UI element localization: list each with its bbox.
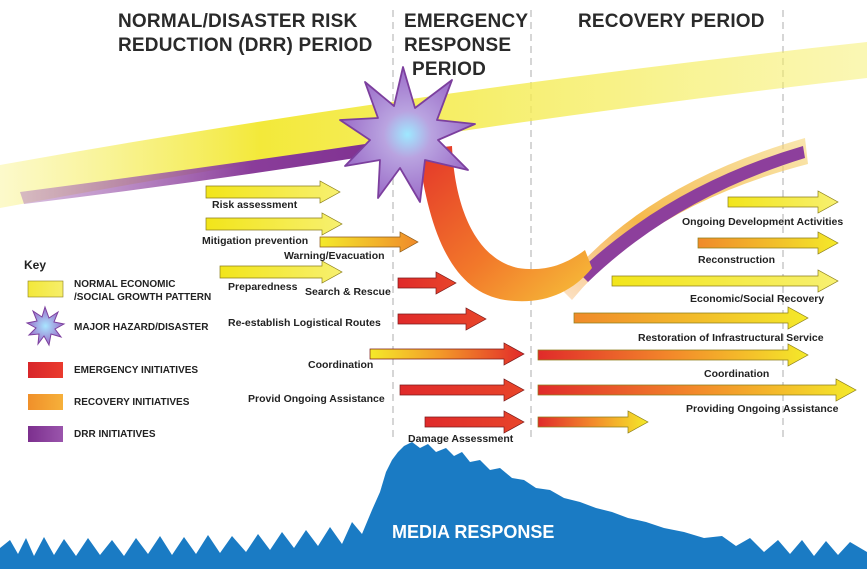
arrow-risk-assessment	[205, 180, 341, 204]
legend-label-normal-line2: /SOCIAL GROWTH PATTERN	[74, 292, 211, 303]
label-coordination-emergency: Coordination	[308, 359, 373, 371]
legend-swatch-emergency	[28, 362, 63, 378]
media-response-waveform	[0, 442, 867, 569]
arrow-damage-assessment	[424, 410, 525, 434]
drr-period-heading-line1: NORMAL/DISASTER RISK	[118, 11, 357, 32]
legend-swatch-hazard-star	[25, 305, 66, 347]
label-coordination-recovery: Coordination	[704, 368, 769, 380]
arrow-ongoing-development	[727, 190, 839, 214]
major-hazard-star	[339, 66, 476, 203]
label-preparedness: Preparedness	[228, 281, 298, 293]
label-search-rescue: Search & Rescue	[305, 286, 391, 298]
arrow-warning-evacuation	[319, 231, 419, 253]
media-response-label: MEDIA RESPONSE	[392, 522, 554, 542]
label-mitigation-prevention: Mitigation prevention	[202, 235, 308, 247]
legend-swatch-drr	[28, 426, 63, 442]
recovery-period-heading: RECOVERY PERIOD	[578, 11, 765, 32]
legend-label-hazard: MAJOR HAZARD/DISASTER	[74, 322, 209, 333]
drr-period-heading-line2: REDUCTION (DRR) PERIOD	[118, 35, 373, 56]
legend-label-recovery: RECOVERY INITIATIVES	[74, 397, 190, 408]
arrow-infrastructural-service	[573, 306, 809, 330]
label-risk-assessment: Risk assessment	[212, 199, 298, 211]
drr-arrows: Risk assessment Mitigation prevention Pr…	[202, 180, 343, 293]
arrow-ongoing-assistance-recovery	[537, 378, 857, 402]
legend-label-drr: DRR INITIATIVES	[74, 429, 156, 440]
label-ongoing-assistance-recovery: Providing Ongoing Assistance	[686, 403, 839, 415]
emergency-period-heading-line1: EMERGENCY	[404, 11, 528, 32]
arrow-coordination-recovery	[537, 343, 809, 367]
emergency-period-heading-line3: PERIOD	[412, 59, 486, 80]
legend-label-emergency: EMERGENCY INITIATIVES	[74, 365, 198, 376]
label-logistical-routes: Re-establish Logistical Routes	[228, 317, 381, 329]
drr-recovery-arc	[578, 146, 805, 282]
drr-initiatives-band	[20, 138, 406, 204]
label-infrastructural-service: Restoration of Infrastructural Service	[638, 332, 824, 344]
label-damage-assessment: Damage Assessment	[408, 433, 514, 445]
arrow-coordination-emergency	[369, 342, 525, 366]
recovery-arrows: Ongoing Development Activities Reconstru…	[537, 190, 857, 434]
legend-swatch-normal	[27, 280, 64, 298]
label-reconstruction: Reconstruction	[698, 254, 775, 266]
arrow-search-rescue	[397, 271, 457, 295]
label-economic-social-recovery: Economic/Social Recovery	[690, 293, 824, 305]
arrow-preparedness	[219, 260, 343, 284]
arrow-economic-social-recovery	[611, 269, 839, 293]
label-warning-evacuation: Warning/Evacuation	[284, 250, 385, 262]
arrow-mitigation-prevention	[205, 212, 343, 236]
period-headers: NORMAL/DISASTER RISK REDUCTION (DRR) PER…	[118, 11, 765, 80]
disaster-impact-curve	[418, 146, 592, 302]
arrow-reconstruction	[697, 231, 839, 255]
emergency-period-heading-line2: RESPONSE	[404, 35, 511, 56]
arrow-logistical-routes	[397, 307, 487, 331]
label-ongoing-assistance-emergency: Provid Ongoing Assistance	[248, 393, 385, 405]
legend-label-normal-line1: NORMAL ECONOMIC	[74, 279, 175, 290]
emergency-arrows: Warning/Evacuation Search & Rescue Re-es…	[228, 231, 525, 445]
legend-swatch-recovery	[28, 394, 63, 410]
legend: Key NORMAL ECONOMIC /SOCIAL GROWTH PATTE…	[24, 258, 211, 442]
label-ongoing-development: Ongoing Development Activities	[682, 216, 843, 228]
arrow-damage-followup	[537, 410, 649, 434]
legend-title: Key	[24, 258, 46, 272]
arrow-ongoing-assistance-emergency	[399, 378, 525, 402]
